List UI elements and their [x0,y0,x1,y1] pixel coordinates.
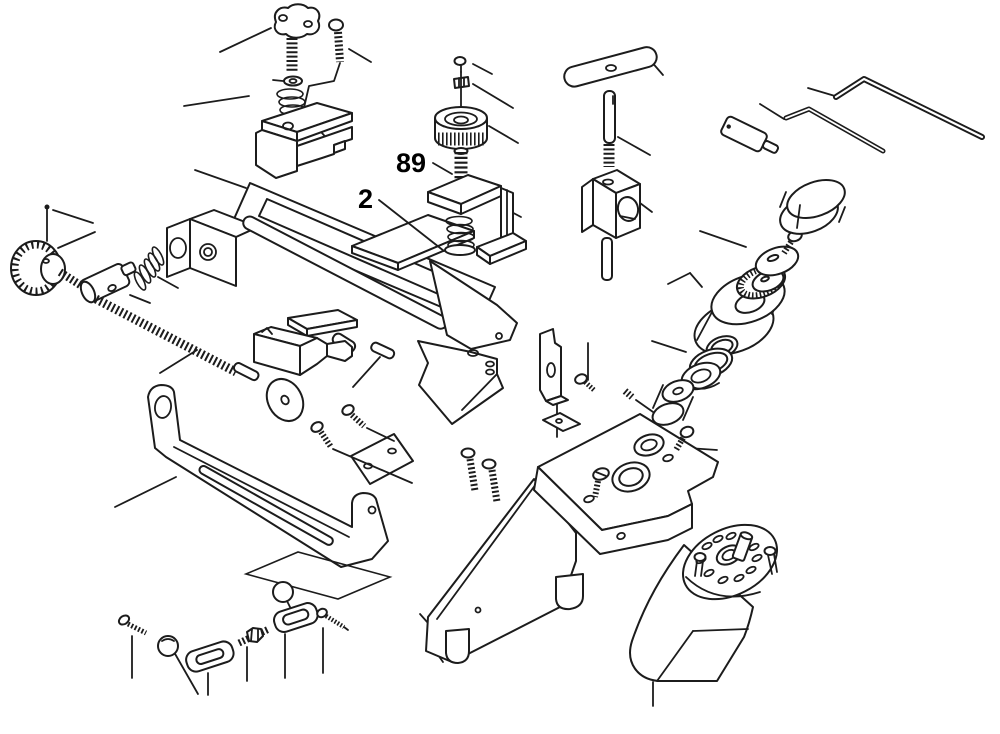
motor-body [629,544,754,682]
guard-bracket [147,384,389,568]
tension-rod-assembly [10,204,260,382]
cross-knob-assembly [255,3,353,179]
arm-right-end [429,260,518,350]
bearing-stack [651,179,846,452]
phantom-plate-outline [243,551,393,600]
mount-bolt-1 [460,447,479,492]
diamond-plate [350,433,414,485]
pan-screw-b [341,404,367,429]
callout-2: 2 [358,184,373,214]
motor-screw-right [763,546,778,575]
callouts: 89 2 [358,148,426,214]
flat-washer [272,75,303,87]
base-foot-left [445,628,470,664]
blade-clamp-assembly [351,56,527,271]
clamp-block [255,102,353,179]
coupler-cylinder [79,261,137,304]
clamp-ball-2 [272,581,294,603]
callout-89: 89 [396,148,426,178]
pivot-pin [370,341,396,360]
pivot-bracket [417,340,504,425]
clevis-link-2 [272,581,319,633]
knurled-thumb-nut [434,106,488,150]
motor-shaft [731,531,754,562]
motor-screw-left [693,552,707,577]
motor [629,523,779,682]
tiny-screw [453,56,467,73]
blade-clamp-mount [253,309,358,376]
flanged-bushing [633,433,674,463]
set-pin [44,204,50,210]
clamp-ball-1 [157,635,179,657]
hex-wrench-small [783,106,886,154]
bracket-screw [574,373,596,392]
tools [720,76,985,154]
clevis-link-1 [185,640,235,673]
bracket-slot [198,464,334,546]
base-side-plate [425,478,577,663]
pivot-rod [601,90,616,281]
flat-wrench-bar [563,46,658,88]
set-screw [622,388,635,400]
washer-disc [265,377,305,423]
platform-screw [583,467,610,504]
plate-and-screws [310,404,414,485]
mount-bolt-2 [481,458,501,503]
washer-1 [754,245,800,277]
trunnion-block [581,169,641,239]
stud-with-nut [237,625,271,647]
spacer-cylinder [651,379,695,426]
threaded-rod-long [93,295,239,376]
c-clamp-bracket [427,174,527,265]
stack-screw [673,425,695,452]
hex-wrench-large [833,76,985,140]
angle-bracket [539,328,596,432]
cross-knob [273,3,321,39]
square-plate [542,412,581,432]
trunnion-assembly [563,46,658,281]
bearing-ring-large [611,461,651,493]
row-bolt [316,607,349,631]
base-housing [425,388,719,664]
pin-cylinder [720,115,779,154]
rod-tip [232,362,260,382]
compression-spring [133,246,165,291]
arm-end-block-front [189,218,237,287]
base-foot-right [555,573,584,611]
lower-clamp-hardware [117,581,349,673]
row-screw [117,614,148,636]
base-platform-front [533,466,693,555]
pan-screw-a [310,421,334,449]
speed-knob [779,179,846,235]
